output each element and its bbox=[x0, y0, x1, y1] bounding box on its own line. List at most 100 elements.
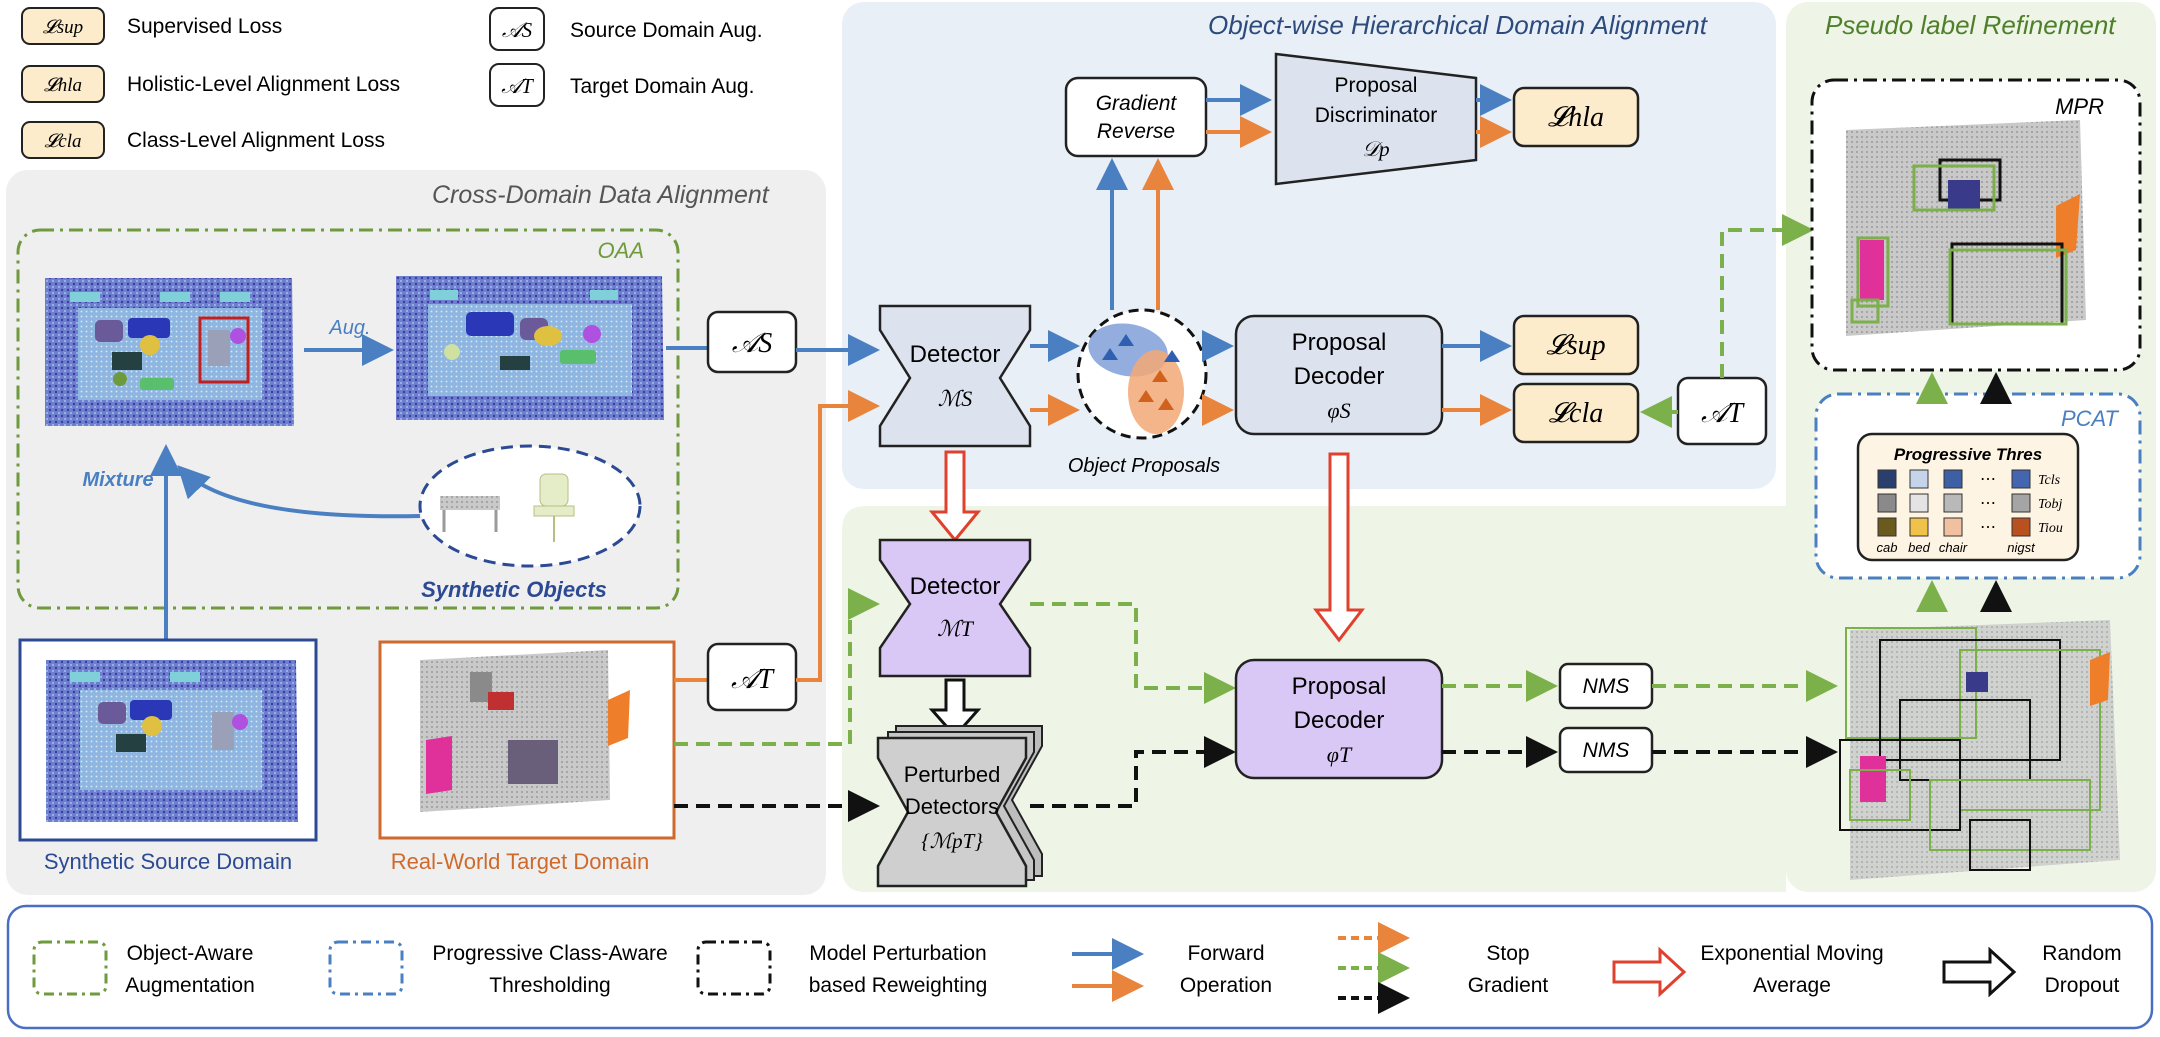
mpr-title: MPR bbox=[2055, 94, 2104, 119]
gradient-reverse-line2: Reverse bbox=[1097, 120, 1175, 143]
legend-holistic-symbol: 𝓛hla bbox=[44, 75, 82, 96]
legend-stop-line2: Gradient bbox=[1468, 974, 1549, 997]
aug-t-to-detector-arrow bbox=[796, 390, 880, 682]
legend-dropout-line2: Dropout bbox=[2045, 974, 2120, 997]
legend-target-aug-label: Target Domain Aug. bbox=[570, 75, 754, 98]
target-to-detector-t-arrow bbox=[674, 588, 880, 746]
threshold-swatch bbox=[1877, 469, 1897, 489]
legend-forward-line2: Operation bbox=[1180, 974, 1272, 997]
threshold-col-label: bed bbox=[1908, 540, 1930, 555]
gradient-reverse-box bbox=[1064, 76, 1208, 158]
legend-oaa-swatch bbox=[32, 940, 108, 996]
threshold-col-label: cab bbox=[1877, 540, 1898, 555]
pseudo-label-point-cloud bbox=[1839, 620, 2120, 880]
legend-source-aug-symbol: 𝒜S bbox=[502, 18, 533, 42]
threshold-swatch bbox=[2011, 469, 2031, 489]
room-scene-source bbox=[46, 660, 298, 822]
bottom-legend-box bbox=[6, 904, 2154, 1030]
threshold-swatch bbox=[1877, 517, 1897, 537]
legend-ema-line2: Average bbox=[1753, 974, 1831, 997]
proposal-triangle bbox=[1102, 348, 1118, 360]
decoder-t-symbol: φT bbox=[1327, 742, 1353, 767]
ema-arrow-detector bbox=[928, 450, 982, 543]
legend-target-aug-symbol: 𝒜T bbox=[501, 74, 534, 98]
legend-holistic-label: Holistic-Level Alignment Loss bbox=[127, 73, 400, 96]
threshold-col-label: chair bbox=[1939, 540, 1968, 555]
ema-arrow-decoder bbox=[1312, 452, 1366, 643]
threshold-row-label: Tiou bbox=[2038, 521, 2063, 536]
synthetic-objects-label: Synthetic Objects bbox=[421, 577, 607, 602]
discriminator-symbol: 𝒟p bbox=[1362, 137, 1389, 161]
legend-class-symbol: 𝓛cla bbox=[44, 131, 81, 152]
legend-mpr-line1: Model Perturbation bbox=[809, 942, 986, 965]
legend-class-label: Class-Level Alignment Loss bbox=[127, 129, 385, 152]
legend-pcat-line2: Thresholding bbox=[489, 974, 610, 997]
discriminator-line1: Proposal bbox=[1335, 74, 1418, 97]
threshold-ellipsis: ⋯ bbox=[1980, 495, 1996, 512]
legend-oaa-line1: Object-Aware bbox=[127, 942, 254, 965]
decoder-t-line1: Proposal bbox=[1292, 673, 1387, 700]
detector-t-shape bbox=[878, 538, 1032, 678]
room-scene-original bbox=[45, 278, 294, 426]
legend-supervised-label: Supervised Loss bbox=[127, 15, 282, 38]
legend-supervised-symbol: 𝓛sup bbox=[43, 17, 83, 38]
oaa-box bbox=[16, 228, 680, 610]
decoder-s-line2: Decoder bbox=[1294, 363, 1385, 390]
legend-stop-line1: Stop bbox=[1486, 942, 1529, 965]
synthetic-objects-ellipse bbox=[418, 444, 642, 568]
mixture-label: Mixture bbox=[82, 469, 153, 491]
proposal-triangle bbox=[1138, 390, 1154, 402]
loss-cla-symbol: 𝓛cla bbox=[1549, 398, 1604, 429]
discriminator-line2: Discriminator bbox=[1315, 104, 1438, 127]
proposal-decoder-t-box bbox=[1234, 658, 1444, 780]
object-wise-title: Object-wise Hierarchical Domain Alignmen… bbox=[1208, 10, 1709, 40]
threshold-swatch bbox=[1943, 469, 1963, 489]
threshold-row-label: Tobj bbox=[2038, 497, 2063, 512]
loss-hla-symbol: 𝓛hla bbox=[1548, 102, 1604, 133]
oaa-title: OAA bbox=[598, 238, 644, 263]
threshold-swatch bbox=[1909, 493, 1929, 513]
detector-s-symbol: ℳS bbox=[938, 386, 973, 411]
loss-hla-box bbox=[1512, 86, 1640, 148]
legend-holistic-loss: 𝓛hla Holistic-Level Alignment Loss bbox=[21, 65, 400, 103]
aug-t-right-symbol: 𝒜T bbox=[1701, 398, 1745, 429]
perturbed-to-decoder-t-arrow bbox=[1030, 736, 1236, 808]
real-world-target-label: Real-World Target Domain bbox=[391, 849, 649, 874]
detector-s-label: Detector bbox=[910, 341, 1001, 368]
object-proposals-label: Object Proposals bbox=[1068, 455, 1220, 477]
synthetic-object-chair bbox=[533, 473, 575, 542]
detector-t-to-decoder-t-arrow bbox=[1030, 602, 1236, 704]
loss-cla-box bbox=[1512, 382, 1640, 444]
aug-t-left-box bbox=[706, 642, 798, 712]
threshold-swatch bbox=[1877, 493, 1897, 513]
detector-t-symbol: ℳT bbox=[937, 616, 975, 641]
threshold-swatch bbox=[1909, 517, 1929, 537]
legend-source-aug-label: Source Domain Aug. bbox=[570, 19, 763, 42]
perturbed-detectors-shape bbox=[876, 736, 1028, 888]
decoder-s-line1: Proposal bbox=[1292, 329, 1387, 356]
threshold-swatch bbox=[2011, 517, 2031, 537]
proposal-triangle bbox=[1152, 370, 1168, 382]
pcat-title: PCAT bbox=[2061, 406, 2120, 431]
pseudo-label-title: Pseudo label Refinement bbox=[1825, 10, 2117, 40]
legend-oaa-line2: Augmentation bbox=[125, 974, 255, 997]
threshold-swatch bbox=[1943, 517, 1963, 537]
gradient-reverse-line1: Gradient bbox=[1096, 92, 1178, 115]
nms-black-label: NMS bbox=[1583, 739, 1630, 762]
mpr-point-cloud bbox=[1846, 120, 2086, 336]
room-scene-augmented bbox=[396, 276, 664, 420]
synthetic-source-label: Synthetic Source Domain bbox=[44, 849, 292, 874]
proposal-decoder-s-box bbox=[1234, 314, 1444, 436]
legend-target-aug: 𝒜T Target Domain Aug. bbox=[489, 63, 754, 107]
aug-t-to-mpr-arrow bbox=[1720, 214, 1814, 378]
threshold-row-label: Tcls bbox=[2038, 473, 2061, 488]
cross-domain-title: Cross-Domain Data Alignment bbox=[432, 181, 770, 209]
proposals-orange-cluster bbox=[1128, 350, 1184, 434]
threshold-swatch bbox=[1909, 469, 1929, 489]
legend-mpr-line2: based Reweighting bbox=[809, 974, 988, 997]
aug-s-box bbox=[706, 310, 798, 374]
legend-pcat-swatch bbox=[328, 940, 404, 996]
threshold-col-label: nigst bbox=[2007, 540, 2036, 555]
